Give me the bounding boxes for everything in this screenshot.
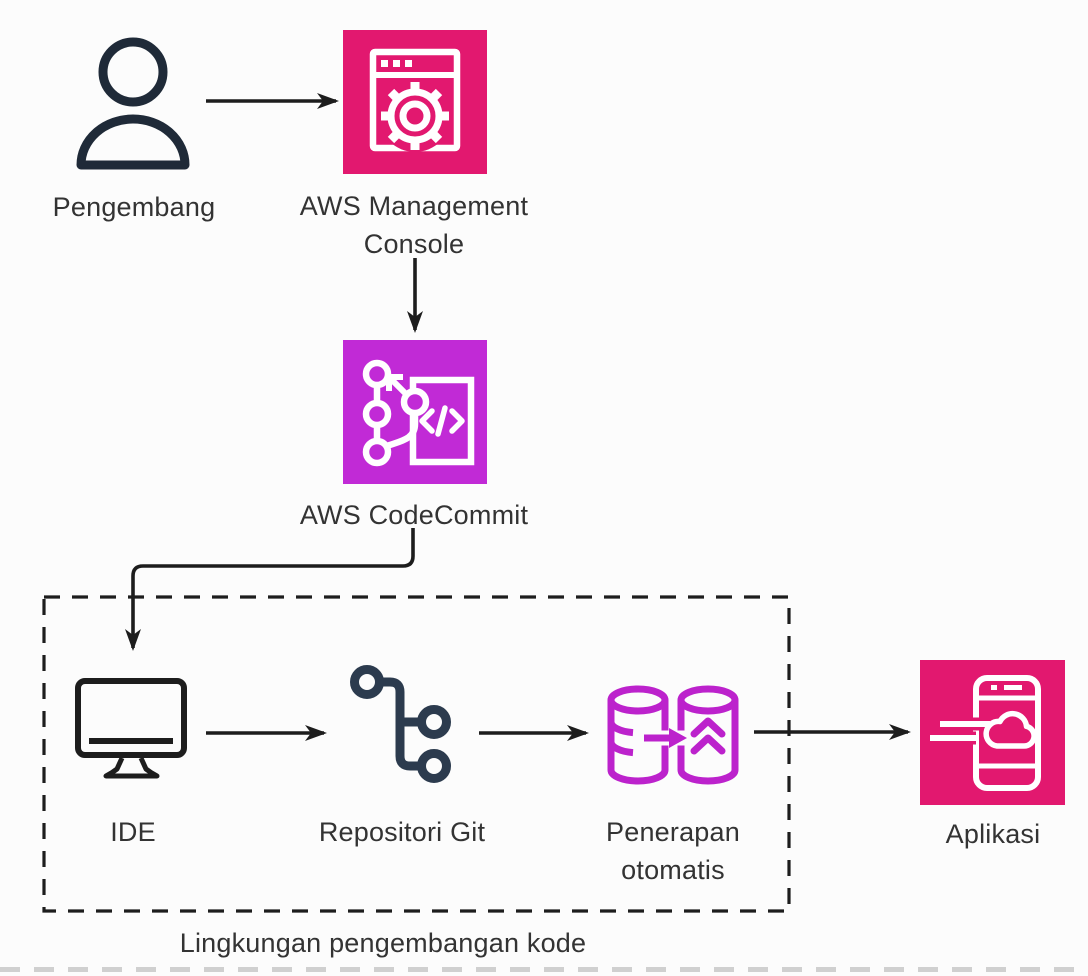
person-icon <box>76 37 190 170</box>
edge-codecommit-ide <box>125 528 415 651</box>
ide-label: IDE <box>110 817 156 847</box>
git-branch-icon <box>350 665 451 783</box>
auto-deploy-label: Penerapan otomatis <box>606 817 740 886</box>
monitor-icon <box>75 678 187 779</box>
git-repo-label: Repositori Git <box>318 817 486 847</box>
bottom-dashed-line <box>0 967 1088 972</box>
application-label: Aplikasi <box>945 819 1041 849</box>
aws-codecommit-node <box>343 340 487 484</box>
git-commit-code-icon <box>362 359 475 467</box>
browser-gear-icon <box>369 48 461 152</box>
console-label: AWS Management Console <box>299 191 529 260</box>
codecommit-label: AWS CodeCommit <box>299 500 529 530</box>
group-caption: Lingkungan pengembangan kode <box>179 928 587 958</box>
aws-management-console-node <box>343 30 487 174</box>
developer-label: Pengembang <box>52 192 216 222</box>
application-node <box>920 660 1065 805</box>
database-deploy-icon <box>607 685 739 785</box>
mobile-cloud-icon <box>930 675 1041 791</box>
